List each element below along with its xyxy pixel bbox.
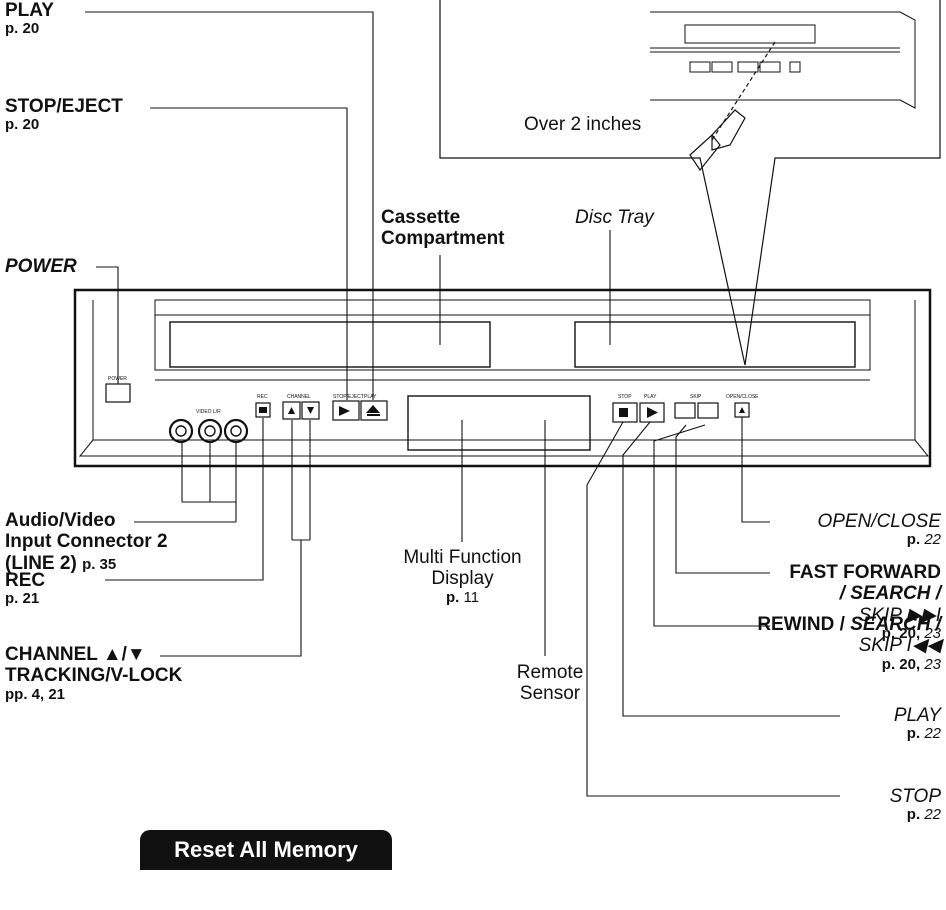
label-channel: CHANNEL ▲/▼ TRACKING/V-LOCK pp. 4, 21: [5, 644, 182, 703]
label-channel-page: pp. 4, 21: [5, 685, 66, 703]
label-rw-line2: SKIP I◀◀: [858, 635, 941, 657]
label-rec: REC p. 21: [5, 570, 45, 608]
panel-open-close-label: OPEN/CLOSE: [726, 394, 759, 400]
label-sb-title: STOP: [889, 786, 941, 807]
panel-channel-label: CHANNEL: [287, 394, 311, 400]
label-rw-line1b: SEARCH /: [850, 614, 941, 635]
label-play-top-title: PLAY: [5, 0, 54, 21]
label-rec-title: REC: [5, 570, 46, 591]
label-cassette-line1: Cassette: [381, 207, 461, 228]
label-stop-eject-page: p. 20: [5, 116, 40, 134]
label-pb-page-prefix: p.: [906, 725, 921, 743]
panel-stop-eject-label: STOP/EJECT: [333, 394, 364, 400]
label-md-page-num: 11: [463, 588, 480, 606]
label-channel-line1: CHANNEL ▲/▼: [5, 644, 146, 665]
label-md-line2: Display: [431, 568, 494, 590]
label-cassette-line2: Compartment: [381, 228, 505, 250]
label-oc-title: OPEN/CLOSE: [817, 511, 941, 532]
panel-dvd-play-label: PLAY: [644, 394, 657, 400]
label-stop-eject-title: STOP/EJECT: [5, 96, 123, 117]
leader-lines: [85, 11, 840, 797]
label-oc-page-prefix: p.: [906, 531, 921, 549]
label-av-line3: (LINE 2): [5, 552, 77, 574]
label-sb-page-prefix: p.: [906, 806, 921, 824]
label-rs-line2: Sensor: [519, 683, 581, 705]
label-cassette: Cassette Compartment: [381, 207, 505, 250]
inset-callout: [439, 0, 941, 366]
label-fast-forward: FAST FORWARD / SEARCH / SKIP ▶▶I p. 20, …: [789, 562, 941, 643]
vcr-dvd-front-panel-diagram: POWER REC CHANNEL STOP/EJECT PLAY VIDEO …: [73, 0, 941, 797]
label-ff-line2: / SEARCH /: [839, 583, 941, 605]
label-disc-tray-title: Disc Tray: [575, 207, 654, 228]
label-rs-line1: Remote: [516, 662, 584, 683]
label-md-page-prefix: p.: [445, 588, 460, 606]
label-play-top: PLAY p. 20: [5, 0, 54, 38]
label-stop-bottom: STOP p. 22: [890, 786, 941, 824]
label-ff-page-b: 23: [924, 624, 941, 642]
label-over-2-inches: Over 2 inches: [524, 114, 642, 135]
label-multi-display: Multi Function Display p. 11: [380, 547, 545, 606]
label-sb-page-num: 22: [924, 806, 941, 824]
label-rewind: REWIND / SEARCH / SKIP I◀◀ p. 20, 23: [757, 614, 941, 673]
panel-skip-label: SKIP: [690, 394, 702, 400]
label-rw-page-a: p. 20,: [881, 655, 921, 673]
label-md-line1: Multi Function: [403, 547, 522, 568]
label-stop-eject: STOP/EJECT p. 20: [5, 96, 123, 134]
label-audio-video: Audio/Video Input Connector 2 (LINE 2) p…: [5, 510, 168, 574]
panel-play-label: PLAY: [364, 394, 377, 400]
label-av-page: p. 35: [82, 555, 117, 573]
panel-av-label: VIDEO L/R: [196, 409, 221, 415]
label-rec-page: p. 21: [5, 590, 40, 608]
label-pb-page-num: 22: [924, 725, 941, 743]
label-disc-tray: Disc Tray: [575, 207, 654, 228]
label-ff-page-a: p. 20,: [881, 624, 921, 642]
label-rw-line1a: REWIND /: [757, 614, 851, 635]
panel-rec-label: REC: [257, 394, 268, 400]
label-pb-title: PLAY: [893, 705, 941, 726]
reset-memory-banner: Reset All Memory Functions: [140, 830, 392, 902]
label-ff-line3: SKIP ▶▶I: [858, 604, 941, 626]
label-ff-line1: FAST FORWARD: [789, 562, 941, 583]
label-power-title: POWER: [5, 256, 77, 277]
button-glyphs: [259, 405, 745, 418]
label-rw-page-b: 23: [924, 655, 941, 673]
label-oc-page-num: 22: [924, 531, 941, 549]
label-play-bottom: PLAY p. 22: [894, 705, 941, 743]
label-channel-line2: TRACKING/V-LOCK: [5, 665, 183, 687]
label-play-top-page: p. 20: [5, 20, 40, 38]
label-av-line2: Input Connector 2: [5, 531, 168, 553]
label-remote-sensor: Remote Sensor: [480, 662, 620, 705]
label-power: POWER: [5, 256, 77, 277]
unit-body: [73, 288, 932, 468]
panel-dvd-stop-label: STOP: [618, 394, 632, 400]
label-open-close: OPEN/CLOSE p. 22: [817, 511, 941, 549]
label-av-line1: Audio/Video: [5, 510, 116, 531]
